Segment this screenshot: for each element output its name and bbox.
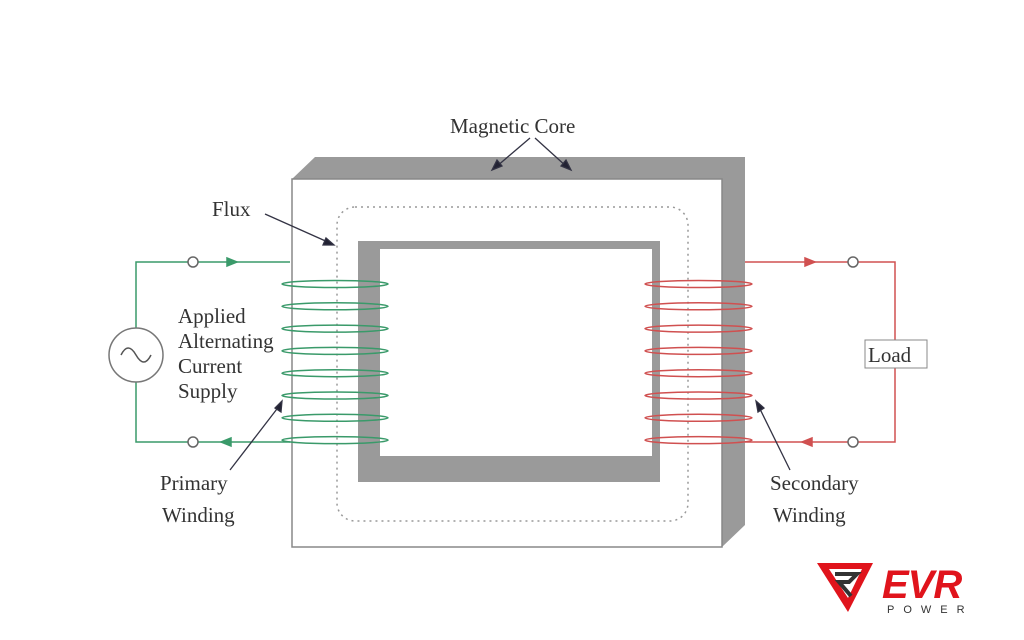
coil-turn [644,391,753,400]
primary-label-1: Primary [160,471,228,495]
coil-turn [644,324,753,333]
supply-label-3: Current [178,354,242,378]
coil-turn [281,435,389,445]
supply-label-4: Supply [178,379,238,403]
load-box [864,339,928,369]
coil-turn [281,302,389,311]
flux-label: Flux [212,197,251,221]
primary-winding [281,279,389,445]
coil-turn [644,413,753,423]
evr-power-logo: EVR POWER [817,563,974,616]
svg-text:POWER: POWER [887,604,974,616]
supply-label-1: Applied [178,304,246,328]
coil-turn [281,346,389,356]
flux-path [336,206,689,522]
coil-turn [644,435,753,445]
secondary-label-1: Secondary [770,471,859,495]
coil-turn [281,279,389,289]
coil-turn [281,368,389,378]
secondary-winding [644,279,753,445]
coil-turn [281,391,389,400]
coil-turn [644,368,753,378]
coil-turn [281,413,389,423]
primary-label-2: Winding [162,503,235,527]
svg-text:EVR: EVR [882,563,962,607]
coil-turn [281,324,389,333]
magnetic-core-label: Magnetic Core [450,114,575,138]
coil-turn [644,346,753,356]
coil-turn [644,279,753,289]
secondary-label-2: Winding [773,503,846,527]
coil-turn [644,302,753,311]
load-label: Load [868,343,912,367]
magnetic-core [291,157,745,548]
primary-circuit [108,256,290,448]
supply-label-2: Alternating [178,329,274,353]
secondary-circuit [745,256,896,448]
